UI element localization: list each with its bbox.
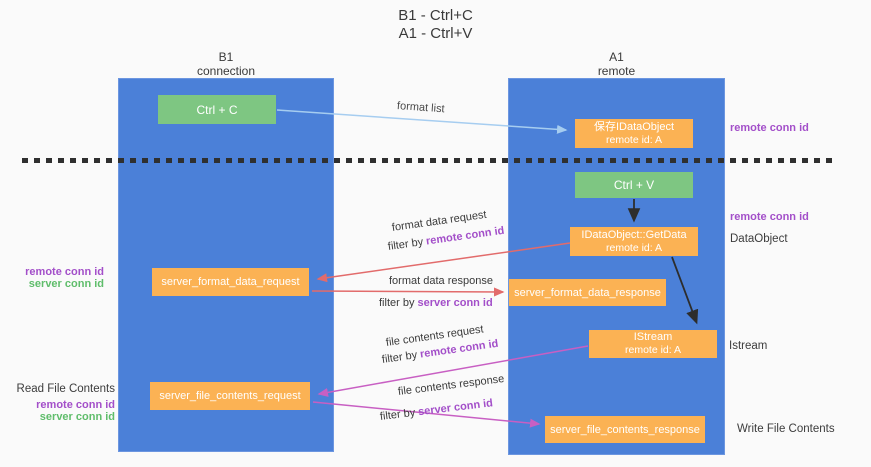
left-mid-server-conn-id: server conn id [28, 278, 104, 290]
server-file-contents-request-label: server_file_contents_request [159, 390, 301, 402]
session-divider-dashed-line [22, 158, 835, 163]
arrow-file-contents-response [312, 401, 541, 428]
node-save-idataobject: 保存IDataObject remote id: A [575, 119, 693, 148]
diagram-title: B1 - Ctrl+C A1 - Ctrl+V [0, 7, 871, 43]
title-line-1: B1 - Ctrl+C [398, 7, 473, 24]
annotation-left-bottom-block: Read File Contents remote conn id server… [0, 383, 115, 423]
save-idataobject-line2: remote id: A [605, 133, 663, 146]
node-ctrl-v: Ctrl + V [575, 172, 693, 198]
getdata-line2: remote id: A [605, 241, 663, 254]
read-file-contents-label: Read File Contents [16, 383, 115, 395]
server-file-contents-response-label: server_file_contents_response [550, 423, 700, 436]
ctrl-c-label: Ctrl + C [196, 102, 238, 117]
annotation-remote-conn-id-top: remote conn id [730, 122, 809, 134]
arrow-file-contents-request [317, 345, 589, 397]
getdata-line1: IDataObject::GetData [581, 228, 687, 241]
node-server-file-contents-request: server_file_contents_request [150, 382, 310, 410]
lane-b1-name: B1 [218, 50, 234, 64]
istream-line2: remote id: A [624, 344, 682, 356]
lane-b1-subtitle: connection [196, 64, 256, 78]
node-server-format-data-request: server_format_data_request [152, 268, 309, 296]
title-line-2: A1 - Ctrl+V [398, 25, 473, 42]
lane-header-a1: A1 remote [508, 50, 725, 78]
annotation-remote-conn-id-mid: remote conn id [730, 211, 809, 223]
left-bottom-server-conn-id: server conn id [39, 411, 115, 423]
node-idataobject-getdata: IDataObject::GetData remote id: A [570, 227, 698, 256]
arrow-format-data-response [311, 287, 505, 297]
label-filter-server-conn-id-format: filter by server conn id [379, 297, 493, 309]
annotation-istream: Istream [729, 340, 768, 352]
istream-line1: IStream [633, 331, 673, 343]
save-idataobject-line1: 保存IDataObject [593, 120, 675, 133]
server-format-data-request-label: server_format_data_request [161, 276, 300, 288]
left-bottom-remote-conn-id: remote conn id [36, 399, 115, 411]
arrow-getdata-to-istream [671, 256, 699, 325]
label-format-data-response: format data response [389, 275, 493, 287]
annotation-left-mid-conn-ids: remote conn id server conn id [0, 266, 104, 290]
node-server-format-data-response: server_format_data_response [509, 279, 666, 306]
filter-by-text: filter by [379, 297, 418, 309]
annotation-dataobject: DataObject [730, 233, 788, 245]
annotation-write-file-contents: Write File Contents [737, 423, 835, 435]
node-istream: IStream remote id: A [589, 330, 717, 358]
node-ctrl-c: Ctrl + C [158, 95, 276, 124]
node-server-file-contents-response: server_file_contents_response [545, 416, 705, 443]
ctrl-v-label: Ctrl + V [613, 178, 655, 192]
lane-a1-subtitle: remote [597, 64, 636, 78]
lane-header-b1: B1 connection [118, 50, 334, 78]
arrow-format-list [276, 109, 568, 134]
server-conn-id-text: server conn id [417, 297, 493, 309]
lane-a1-name: A1 [609, 50, 624, 64]
arrow-format-data-request [316, 242, 571, 283]
server-format-data-response-label: server_format_data_response [514, 286, 661, 299]
left-mid-remote-conn-id: remote conn id [25, 266, 104, 278]
